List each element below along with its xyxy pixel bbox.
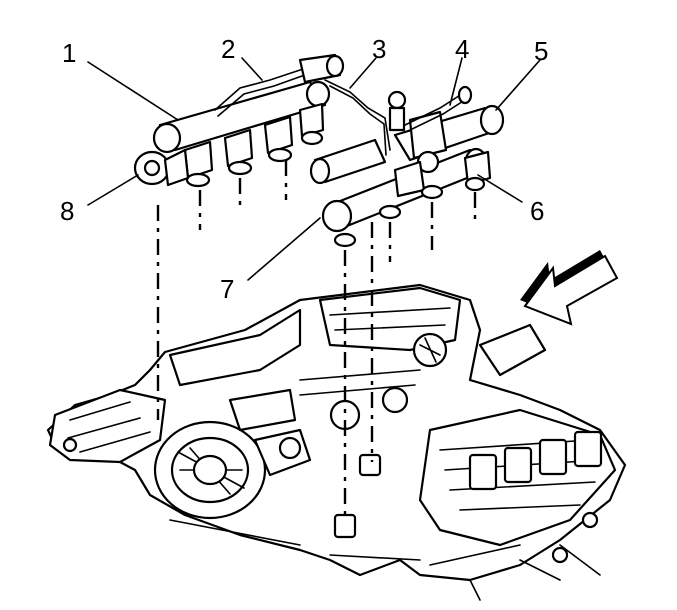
callout-4: 4 xyxy=(455,34,469,64)
callout-2: 2 xyxy=(221,34,235,64)
direction-arrow xyxy=(520,250,619,326)
intake-manifold xyxy=(46,283,627,601)
fuel-feed-line xyxy=(214,53,345,117)
callout-3: 3 xyxy=(372,34,386,64)
crossover-fuel-line xyxy=(324,79,407,156)
fuel-return-line xyxy=(404,85,473,132)
callout-1: 1 xyxy=(62,38,76,68)
callout-8: 8 xyxy=(60,196,74,226)
right-fuel-rail xyxy=(309,104,505,248)
leader-lines xyxy=(87,57,541,281)
left-fuel-rail xyxy=(152,80,331,188)
fuel-rail-end-fitting xyxy=(133,148,190,187)
alignment-lines xyxy=(156,160,477,520)
callout-5: 5 xyxy=(534,36,548,66)
callout-7: 7 xyxy=(220,274,234,304)
callout-6: 6 xyxy=(530,196,544,226)
